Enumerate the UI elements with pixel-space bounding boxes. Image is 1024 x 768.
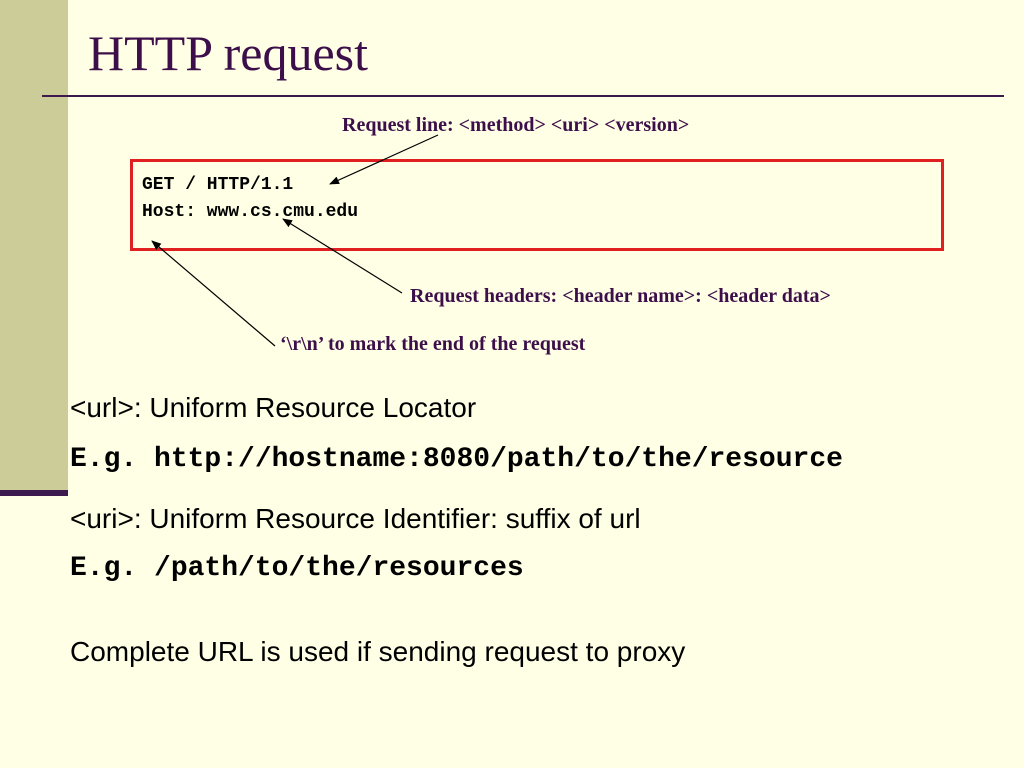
url-example: E.g. http://hostname:8080/path/to/the/re… [70, 444, 843, 475]
end-of-request-arrow [151, 240, 276, 347]
end-of-request-annotation: ‘\r\n’ to mark the end of the request [280, 333, 586, 355]
request-headers-annotation: Request headers: <header name>: <header … [410, 285, 831, 307]
left-decorative-bar [0, 0, 68, 496]
http-request-box: GET / HTTP/1.1 Host: www.cs.cmu.edu [130, 159, 944, 251]
uri-definition: <uri>: Uniform Resource Identifier: suff… [70, 503, 641, 534]
left-bar-accent [0, 490, 68, 496]
slide-title: HTTP request [88, 25, 369, 81]
url-definition: <url>: Uniform Resource Locator [70, 392, 477, 423]
title-underline [42, 95, 1004, 97]
proxy-note: Complete URL is used if sending request … [70, 636, 686, 667]
request-line-text: GET / HTTP/1.1 [142, 175, 294, 195]
host-header-text: Host: www.cs.cmu.edu [142, 202, 359, 222]
request-line-annotation: Request line: <method> <uri> <version> [342, 114, 690, 136]
uri-example: E.g. /path/to/the/resources [70, 553, 524, 584]
